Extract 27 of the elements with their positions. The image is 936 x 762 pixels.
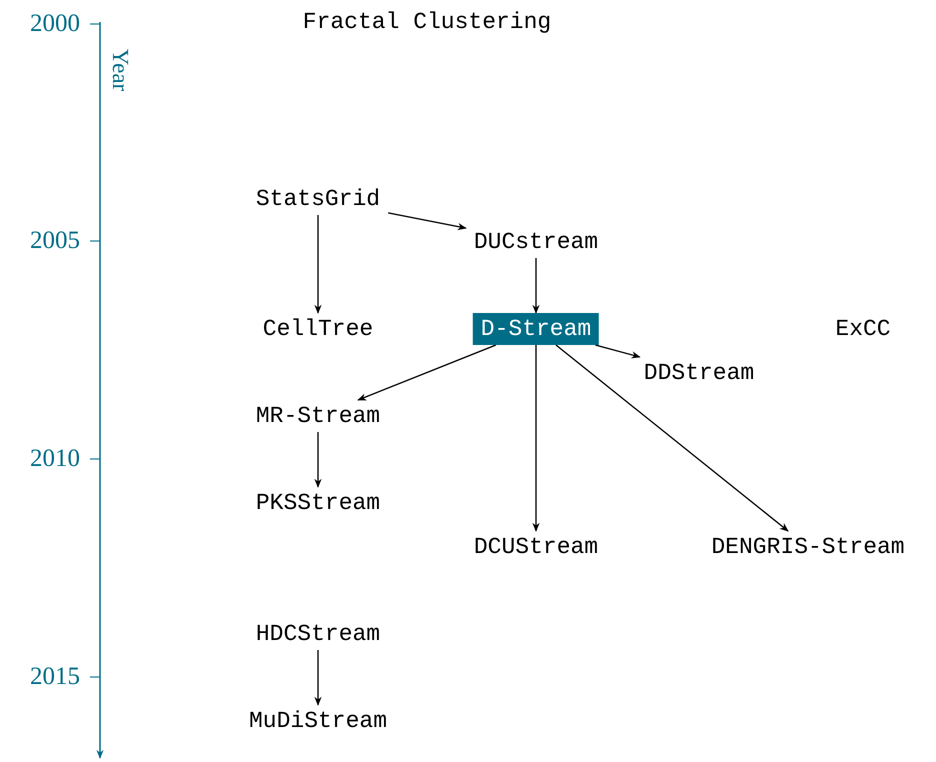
arrow xyxy=(556,344,789,532)
method-label: HDCStream xyxy=(248,618,388,650)
arrow xyxy=(388,212,467,230)
method-label: Fractal Clustering xyxy=(294,6,560,38)
arrow xyxy=(314,650,322,706)
arrow xyxy=(314,432,322,488)
year-label: 2015 xyxy=(30,663,80,691)
method-label: CellTree xyxy=(254,313,382,345)
year-label: 2005 xyxy=(30,227,80,255)
arrow xyxy=(595,344,641,358)
arrow xyxy=(357,344,496,401)
arrow xyxy=(314,215,322,314)
method-label: PKSStream xyxy=(248,487,388,519)
method-label: DENGRIS-Stream xyxy=(703,531,913,563)
method-label: MuDiStream xyxy=(240,705,396,737)
method-label: StatsGrid xyxy=(248,183,388,215)
axis-title: Year xyxy=(107,48,133,92)
method-label: ExCC xyxy=(827,313,899,345)
arrow xyxy=(532,258,540,314)
method-label: MR-Stream xyxy=(248,400,388,432)
highlighted-method-box: D-Stream xyxy=(472,313,600,345)
method-label: DDStream xyxy=(636,357,762,389)
method-label: DUCstream xyxy=(466,226,606,258)
arrow xyxy=(532,345,540,532)
year-label: 2010 xyxy=(30,445,80,473)
method-label: DCUStream xyxy=(466,531,606,563)
year-label: 2000 xyxy=(30,10,80,38)
